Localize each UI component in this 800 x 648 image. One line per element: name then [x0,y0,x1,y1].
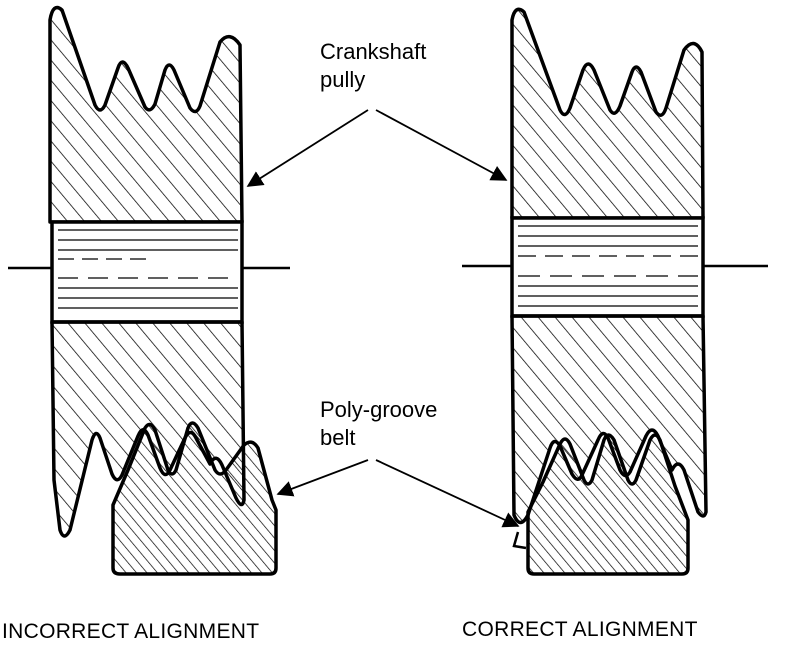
crankshaft-label-line-2: pully [320,67,366,92]
crankshaft-leader-right [375,109,508,181]
left-pulley-hub [50,220,244,324]
crankshaft-leaders [246,109,508,187]
right-pulley-upper [510,7,705,220]
correct-alignment-caption: CORRECT ALIGNMENT [462,618,698,641]
crankshaft-label-line-1: Crankshaft [320,39,427,64]
right-belt [526,433,690,576]
belt-leader-right [375,459,520,528]
correct-alignment-view [462,7,768,576]
crankshaft-leader-left [246,109,369,187]
right-pulley-hub [510,216,705,318]
belt-leader-left [276,459,369,497]
poly-groove-belt-label: Poly-groove belt [320,396,437,452]
right-hub-lines [518,225,698,307]
incorrect-alignment-view [8,5,290,576]
left-belt [111,421,278,576]
belt-label-line-2: belt [320,425,356,450]
left-hub-lines [58,229,238,309]
belt-label-line-1: Poly-groove [320,397,438,422]
left-pulley-upper [48,5,244,224]
right-belt-edge-mark [512,531,527,550]
incorrect-alignment-caption: INCORRECT ALIGNMENT [2,620,260,643]
crankshaft-pulley-label: Crankshaft pully [320,38,426,94]
belt-leaders [276,459,520,528]
